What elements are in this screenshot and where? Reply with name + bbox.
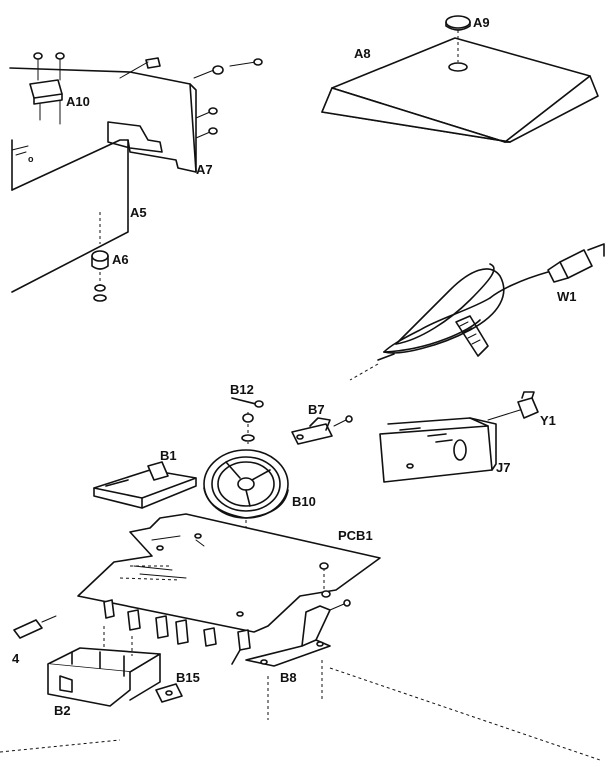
svg-text:o: o	[28, 154, 34, 164]
label-y1: Y1	[540, 413, 556, 428]
part-b7-bracket	[291, 415, 353, 445]
part-b12-screw	[231, 397, 264, 444]
label-a8: A8	[354, 46, 371, 61]
part-pcb1-board	[77, 513, 381, 665]
assembly-guide-lines	[0, 660, 601, 761]
label-a7: A7	[196, 162, 213, 177]
label-a10: A10	[66, 94, 90, 109]
label-a5: A5	[130, 205, 147, 220]
part-b8-bracket	[245, 599, 351, 667]
label-j7: J7	[496, 460, 510, 475]
part-a5-cabinet: o	[11, 139, 129, 293]
part-b2-housing	[47, 626, 161, 707]
label-b8: B8	[280, 670, 297, 685]
label-b15: B15	[176, 670, 200, 685]
label-4: 4	[12, 651, 20, 666]
label-b7: B7	[308, 402, 325, 417]
part-b1-module	[93, 461, 197, 509]
part-b15-bracket	[155, 683, 183, 703]
part-a10-switch	[29, 52, 65, 125]
part-j7-jack-board	[379, 409, 521, 483]
label-b2: B2	[54, 703, 71, 718]
label-b12: B12	[230, 382, 254, 397]
label-a9: A9	[473, 15, 490, 30]
part-a7-rear-panel	[9, 57, 263, 173]
part-a8-base-cover	[321, 37, 599, 143]
label-b1: B1	[160, 448, 177, 463]
part-b10-wheel	[203, 449, 289, 587]
part-y1-clip	[517, 391, 539, 419]
part-a6-foot	[91, 212, 109, 302]
label-b10: B10	[292, 494, 316, 509]
part-w1-power-cord	[349, 243, 605, 381]
label-pcb1: PCB1	[338, 528, 373, 543]
part-4-tab	[13, 615, 57, 639]
label-w1: W1	[557, 289, 577, 304]
part-a9-foot	[445, 15, 471, 62]
label-a6: A6	[112, 252, 129, 267]
